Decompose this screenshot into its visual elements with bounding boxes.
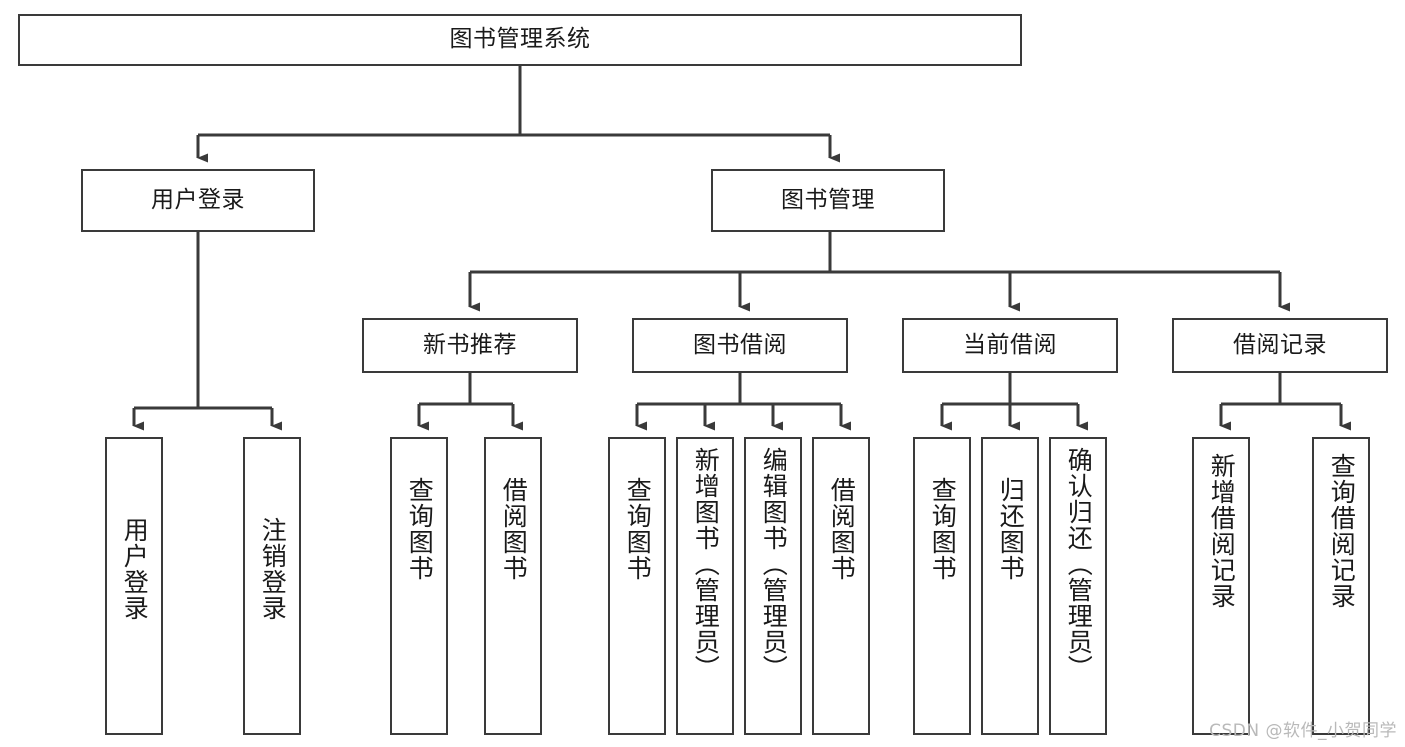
node-label: 用户登录	[151, 186, 245, 213]
node-new-book-recommend[interactable]: 新书推荐	[362, 318, 578, 373]
leaf-current-borrow-0[interactable]: 查询图书	[913, 437, 971, 735]
leaf-label: 查询图书	[623, 477, 653, 581]
leaf-label: 用户登录	[120, 517, 150, 621]
leaf-label: 查询图书	[405, 477, 435, 581]
leaf-current-borrow-1[interactable]: 归还图书	[981, 437, 1039, 735]
leaf-label: 借阅图书	[499, 477, 529, 581]
leaf-book-borrow-0[interactable]: 查询图书	[608, 437, 666, 735]
node-borrow-record[interactable]: 借阅记录	[1172, 318, 1388, 373]
node-label: 新书推荐	[423, 331, 517, 358]
node-root-book-management-system[interactable]: 图书管理系统	[18, 14, 1022, 66]
node-label: 当前借阅	[963, 331, 1057, 358]
node-label: 借阅记录	[1233, 331, 1327, 358]
leaf-label: 注销登录	[258, 517, 288, 621]
leaf-book-borrow-1[interactable]: 新增图书（管理员）	[676, 437, 734, 735]
leaf-borrow-record-1[interactable]: 查询借阅记录	[1312, 437, 1370, 735]
node-current-borrow[interactable]: 当前借阅	[902, 318, 1118, 373]
watermark-text: CSDN @软件_小贺同学	[1209, 721, 1397, 741]
leaf-label: 确认归还（管理员）	[1064, 447, 1094, 681]
leaf-label: 编辑图书（管理员）	[759, 447, 789, 681]
leaf-borrow-record-0[interactable]: 新增借阅记录	[1192, 437, 1250, 735]
leaf-new-book-recommend-1[interactable]: 借阅图书	[484, 437, 542, 735]
leaf-user-login-0[interactable]: 用户登录	[105, 437, 163, 735]
node-book-management[interactable]: 图书管理	[711, 169, 945, 232]
node-user-login[interactable]: 用户登录	[81, 169, 315, 232]
node-label: 图书借阅	[693, 331, 787, 358]
leaf-label: 归还图书	[996, 477, 1026, 581]
leaf-current-borrow-2[interactable]: 确认归还（管理员）	[1049, 437, 1107, 735]
leaf-user-login-1[interactable]: 注销登录	[243, 437, 301, 735]
leaf-book-borrow-2[interactable]: 编辑图书（管理员）	[744, 437, 802, 735]
leaf-book-borrow-3[interactable]: 借阅图书	[812, 437, 870, 735]
node-book-borrow[interactable]: 图书借阅	[632, 318, 848, 373]
node-label: 图书管理系统	[449, 26, 591, 53]
leaf-label: 借阅图书	[827, 477, 857, 581]
leaf-new-book-recommend-0[interactable]: 查询图书	[390, 437, 448, 735]
node-label: 图书管理	[781, 186, 875, 213]
leaf-label: 新增图书（管理员）	[691, 447, 721, 681]
leaf-label: 查询借阅记录	[1327, 453, 1357, 609]
leaf-label: 新增借阅记录	[1207, 453, 1237, 609]
leaf-label: 查询图书	[928, 477, 958, 581]
